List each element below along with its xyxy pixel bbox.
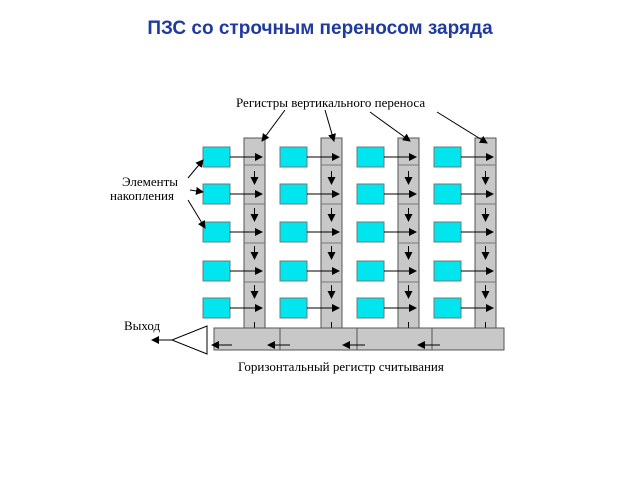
storage-element — [356, 297, 385, 319]
vertical-register — [320, 137, 343, 329]
output-amplifier — [151, 325, 208, 355]
storage-element — [279, 297, 308, 319]
page-title: ПЗС со строчным переносом заряда — [147, 18, 493, 39]
storage-element — [202, 146, 231, 168]
storage-element — [433, 146, 462, 168]
output-label: Выход — [124, 318, 161, 333]
storage-element — [202, 221, 231, 243]
vertical-register — [243, 137, 266, 329]
storage-element — [433, 221, 462, 243]
storage-element — [279, 221, 308, 243]
storage-element — [202, 183, 231, 205]
storage-element — [433, 260, 462, 282]
storage-element — [356, 260, 385, 282]
vertical-register — [474, 137, 497, 329]
storage-element — [356, 146, 385, 168]
storage-element — [433, 297, 462, 319]
horizontal-register-label: Горизонтальный регистр считывания — [238, 359, 444, 374]
storage-element — [279, 146, 308, 168]
vertical-register-pointers — [261, 109, 488, 144]
storage-elements-label-2: накопления — [110, 188, 174, 203]
vertical-register — [397, 137, 420, 329]
storage-elements-label-1: Элементы — [122, 174, 178, 189]
storage-element — [433, 183, 462, 205]
storage-element — [279, 183, 308, 205]
storage-element-pointers — [187, 159, 206, 229]
horizontal-register — [211, 327, 505, 351]
storage-element — [356, 183, 385, 205]
storage-element — [202, 297, 231, 319]
storage-element — [279, 260, 308, 282]
storage-element — [202, 260, 231, 282]
vertical-registers-label: Регистры вертикального переноса — [236, 95, 425, 110]
storage-element — [356, 221, 385, 243]
ccd-array — [202, 137, 497, 336]
